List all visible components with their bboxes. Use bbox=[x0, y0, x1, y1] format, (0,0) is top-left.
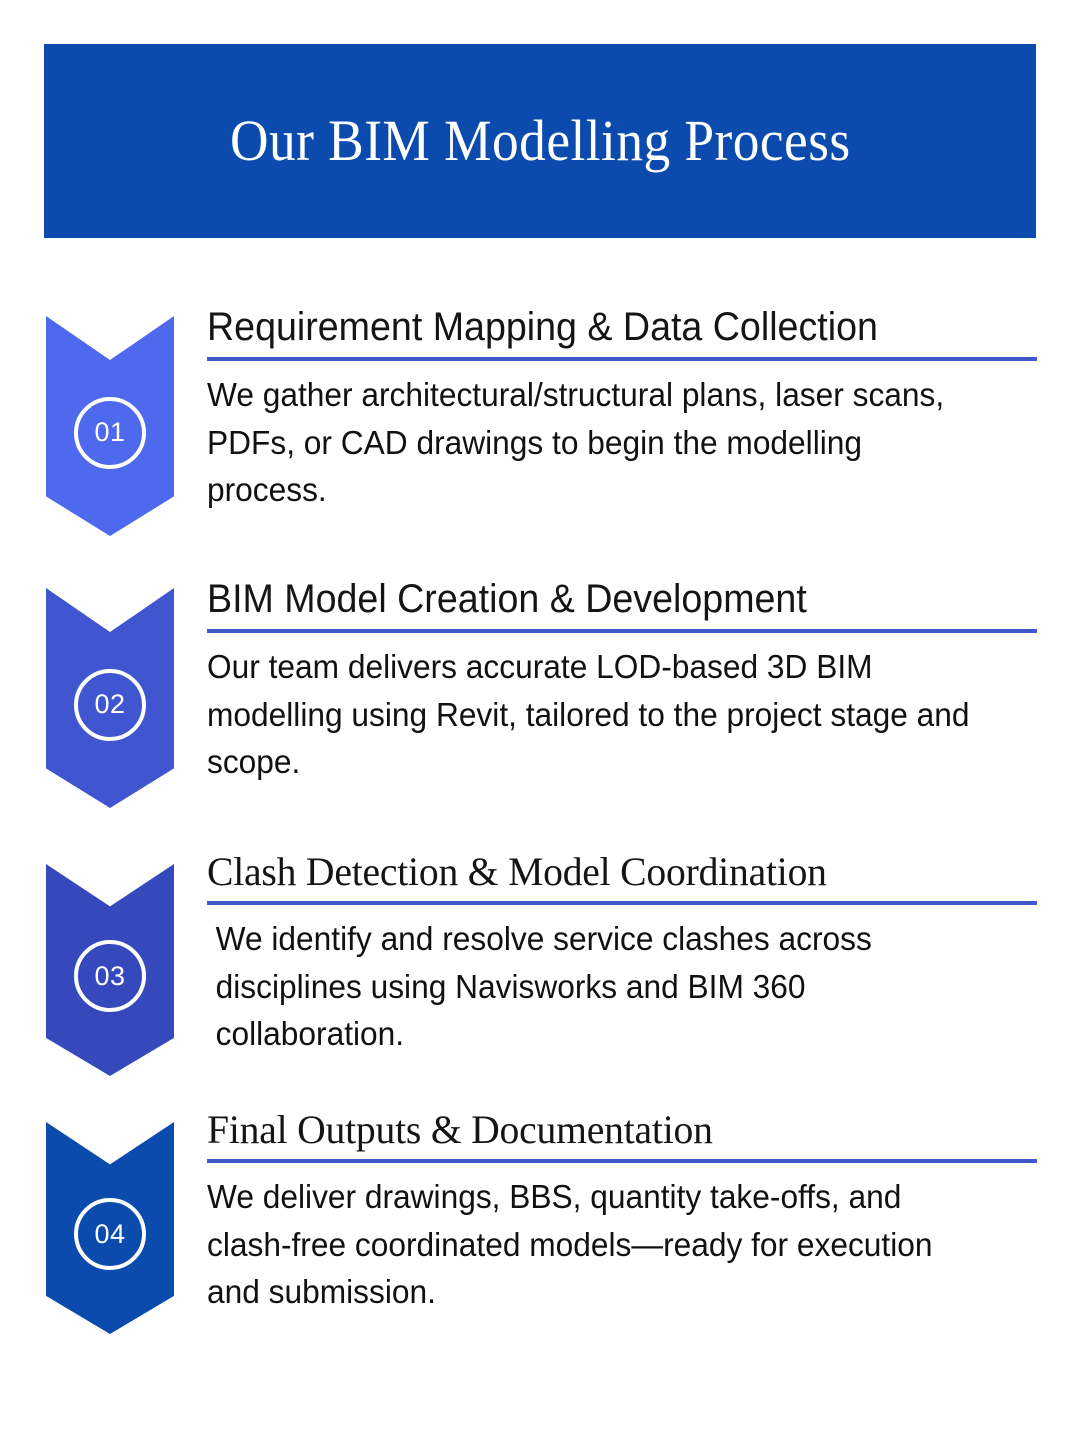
step-content-01: Requirement Mapping & Data Collection We… bbox=[207, 305, 1037, 514]
step-description: We deliver drawings, BBS, quantity take-… bbox=[207, 1178, 933, 1311]
step-number-label: 04 bbox=[94, 1218, 126, 1249]
process-step-01: 01 Requirement Mapping & Data Collection… bbox=[0, 305, 1080, 578]
step-content-02: BIM Model Creation & Development Our tea… bbox=[207, 577, 1037, 786]
step-chevron-marker-04: 04 bbox=[46, 1122, 174, 1334]
step-title: Final Outputs & Documentation bbox=[207, 1107, 713, 1152]
step-chevron-marker-02: 02 bbox=[46, 588, 174, 808]
step-description: We gather architectural/structural plans… bbox=[207, 376, 945, 509]
process-step-04: 04 Final Outputs & Documentation We deli… bbox=[0, 1108, 1080, 1366]
step-chevron-marker-01: 01 bbox=[46, 316, 174, 536]
step-content-04: Final Outputs & Documentation We deliver… bbox=[207, 1108, 1037, 1316]
step-title: Clash Detection & Model Coordination bbox=[207, 849, 827, 894]
step-number-label: 03 bbox=[94, 960, 126, 991]
step-chevron-marker-03: 03 bbox=[46, 864, 174, 1076]
header-banner: Our BIM Modelling Process bbox=[44, 44, 1036, 238]
step-description: We identify and resolve service clashes … bbox=[215, 920, 872, 1053]
step-divider bbox=[207, 901, 1037, 906]
step-number-label: 02 bbox=[94, 689, 126, 720]
step-number-label: 01 bbox=[94, 417, 126, 448]
step-number-circle-02: 02 bbox=[74, 668, 146, 741]
step-number-circle-04: 04 bbox=[74, 1198, 146, 1271]
step-divider bbox=[207, 1159, 1037, 1164]
step-title: BIM Model Creation & Development bbox=[207, 577, 807, 621]
step-number-circle-03: 03 bbox=[74, 940, 146, 1013]
step-description: Our team delivers accurate LOD-based 3D … bbox=[207, 648, 970, 781]
step-divider bbox=[207, 629, 1037, 634]
step-divider bbox=[207, 357, 1037, 362]
process-step-list: 01 Requirement Mapping & Data Collection… bbox=[0, 305, 1080, 1366]
step-content-03: Clash Detection & Model Coordination We … bbox=[207, 850, 1037, 1058]
page-title: Our BIM Modelling Process bbox=[229, 108, 851, 174]
step-title: Requirement Mapping & Data Collection bbox=[207, 305, 878, 349]
process-step-02: 02 BIM Model Creation & Development Our … bbox=[0, 577, 1080, 850]
process-step-03: 03 Clash Detection & Model Coordination … bbox=[0, 850, 1080, 1108]
step-number-circle-01: 01 bbox=[74, 396, 146, 469]
